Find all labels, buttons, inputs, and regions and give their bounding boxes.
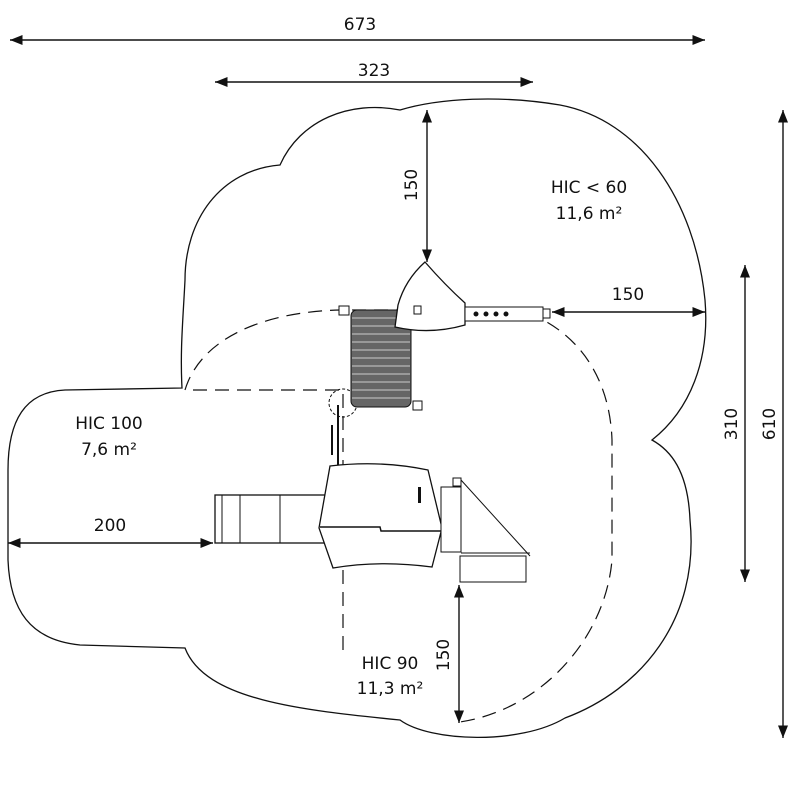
dim-left-clearance: 200 [94, 516, 126, 536]
dim-overall-height: 610 [760, 408, 780, 440]
dim-right-height: 310 [722, 408, 742, 440]
zone-top-area: 11,6 m² [556, 204, 623, 224]
slide [214, 494, 326, 544]
dim-overall-width: 673 [344, 15, 376, 35]
zone-bottom-hic: HIC 90 [362, 654, 419, 674]
zone-top-hic: HIC < 60 [551, 178, 627, 198]
safety-zone-outline [7, 98, 707, 739]
tower-roof [394, 261, 466, 332]
dim-right-clearance: 150 [612, 285, 644, 305]
dim-structure-width: 323 [358, 61, 390, 81]
dim-top-clearance: 150 [402, 169, 422, 201]
zone-left-area: 7,6 m² [81, 440, 137, 460]
dim-bottom-clearance: 150 [434, 639, 454, 671]
climbing-net [440, 477, 531, 583]
zone-bottom-area: 11,3 m² [357, 679, 424, 699]
zone-left-hic: HIC 100 [75, 414, 143, 434]
impact-zone-dashed [184, 309, 613, 723]
bridge [464, 306, 551, 322]
platform-roof [318, 463, 443, 569]
